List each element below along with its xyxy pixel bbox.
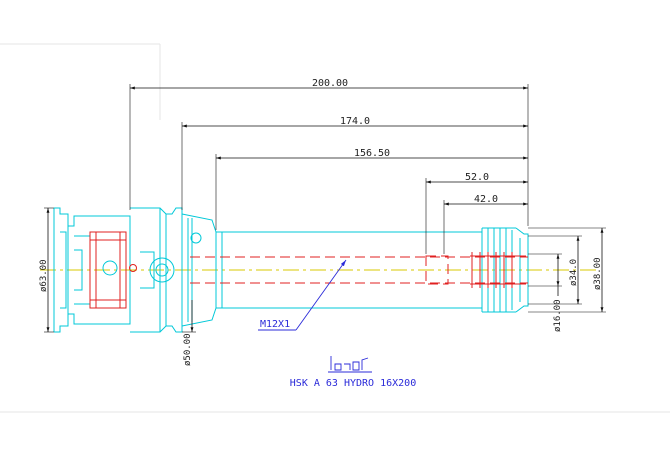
dim-length-52: 52.0: [465, 172, 489, 183]
dim-dia-34: ø34.0: [569, 259, 579, 286]
drawing-title: HSK A 63 HYDRO 16X200: [290, 378, 416, 389]
thread-callout: M12X1: [258, 259, 347, 331]
hsk-shank-outline: [53, 207, 131, 333]
diameter-dimensions: ø63.00 ø50.00 ø16.00 ø34.0 ø38.00: [39, 207, 606, 366]
dim-dia-63: ø63.00: [39, 259, 49, 292]
dim-length-42: 42.0: [474, 194, 498, 205]
shank-section: [89, 231, 137, 309]
length-dimensions: 200.00 174.0 156.50 52.0 42.0: [129, 78, 529, 254]
bore-hidden-lines: [190, 252, 528, 288]
dim-dia-50: ø50.00: [183, 333, 193, 366]
dim-length-156: 156.50: [354, 148, 390, 159]
logo-text: iscar: [348, 353, 351, 355]
sheet-frame: [0, 43, 670, 413]
dim-dia-38: ø38.00: [593, 257, 603, 290]
dim-overall-length: 200.00: [312, 78, 348, 89]
iscar-logo: iscar: [328, 353, 372, 373]
flange-outline: [130, 207, 217, 333]
dim-length-174: 174.0: [340, 116, 370, 127]
thread-callout-label: M12X1: [260, 319, 290, 330]
dim-dia-16: ø16.00: [553, 299, 563, 332]
